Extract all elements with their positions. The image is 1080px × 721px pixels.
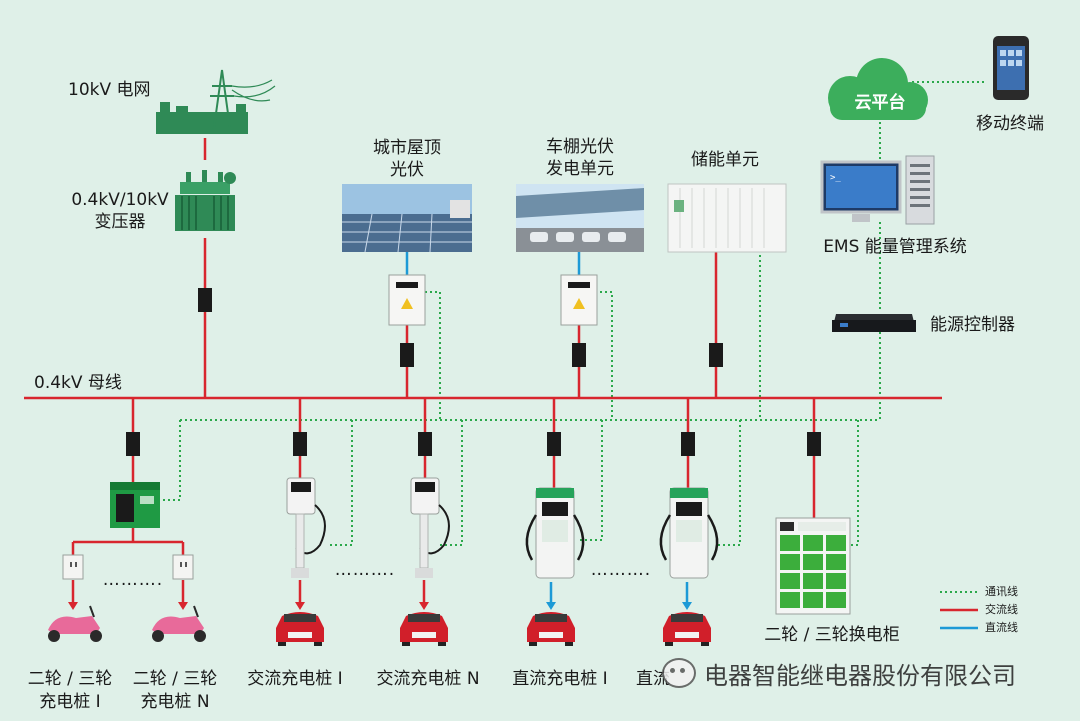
watermark-text: 电器智能继电器股份有限公司: [704, 661, 1016, 690]
bus-label: 0.4kV 母线: [34, 373, 122, 393]
transformer-icon: [175, 170, 236, 231]
dc-charger-1: [525, 487, 585, 579]
ac-charger-n: [410, 477, 450, 578]
cloud-platform-icon: [828, 58, 928, 120]
transformer-label-line1: 0.4kV/10kV: [71, 190, 169, 210]
dc-arrow-dcn: [682, 602, 692, 610]
scooter-1: [48, 605, 102, 642]
inverter-pv1: [388, 274, 426, 326]
ebike-charger-1-label-line1: 二轮 / 三轮: [27, 669, 113, 689]
dc-charger-n: [659, 487, 719, 579]
ems-computer-icon: >_: [820, 155, 935, 225]
breaker-swap: [807, 432, 821, 456]
dc-charger-1-label: 直流充电桩 I: [512, 669, 608, 689]
mobile-phone-icon: [993, 36, 1029, 100]
comm-line-dc1: [580, 420, 603, 541]
comm-line-acn: [440, 420, 463, 546]
legend-dc-label: 直流线: [985, 621, 1018, 634]
breaker-dcn: [681, 432, 695, 456]
controller-label: 能源控制器: [930, 315, 1015, 335]
inverter-pv2: [560, 274, 598, 326]
scooter-n: [152, 605, 206, 642]
legend-ac-label: 交流线: [985, 603, 1018, 616]
svg-text:>_: >_: [830, 173, 841, 183]
power-grid-icon: [156, 69, 276, 134]
dc-dots: ……….: [590, 560, 652, 580]
ac-arrow-ebiken: [178, 602, 188, 610]
breaker-storage: [709, 343, 723, 367]
rooftop-pv-label-line1: 城市屋顶: [373, 138, 441, 158]
energy-controller-icon: [832, 314, 916, 332]
comm-line-dcn: [715, 420, 741, 546]
carport-pv-image: [516, 184, 644, 252]
storage-label: 储能单元: [691, 150, 759, 170]
breaker-acn: [418, 432, 432, 456]
ebike-charger-n-label-line1: 二轮 / 三轮: [132, 669, 218, 689]
wall-socket-1: [62, 554, 84, 580]
comm-line-pv1: [425, 291, 441, 420]
comm-line-swap: [850, 420, 859, 546]
ac-line-ebike-branch: [71, 528, 185, 555]
breaker-ac1: [293, 432, 307, 456]
breaker-ebike: [126, 432, 140, 456]
dc-arrow-dc1: [546, 602, 556, 610]
ebike-charger-1-label-line2: 充电桩 I: [39, 692, 101, 712]
ems-label: EMS 能量管理系统: [823, 237, 967, 257]
comm-line-pv2: [595, 291, 613, 420]
watermark: 电器智能继电器股份有限公司: [662, 656, 1016, 690]
battery-swap-label: 二轮 / 三轮换电柜: [764, 625, 900, 645]
wall-socket-n: [172, 554, 194, 580]
energy-storage-image: [667, 183, 787, 253]
dc-charger-n-label-partial: 直流: [636, 669, 670, 689]
car-acn: [400, 612, 448, 646]
transformer-label-line2: 变压器: [94, 212, 146, 232]
cloud-label: 云平台: [854, 93, 906, 113]
car-ac1: [276, 612, 324, 646]
ebike-dots: ……….: [102, 570, 164, 590]
ac-charger-n-label: 交流充电桩 N: [376, 669, 480, 689]
breaker-pv2: [572, 343, 586, 367]
ac-dots: ……….: [334, 560, 396, 580]
grid-label: 10kV 电网: [68, 80, 151, 100]
breaker-dc1: [547, 432, 561, 456]
battery-swap-cabinet: [775, 517, 851, 615]
rooftop-pv-image: [342, 184, 472, 253]
breaker-transformer: [198, 288, 212, 312]
car-dc1: [527, 612, 575, 646]
ac-arrow-ac1: [295, 602, 305, 610]
carport-pv-label-line2: 发电单元: [546, 159, 614, 179]
mobile-label: 移动终端: [976, 114, 1044, 134]
ac-arrow-acn: [419, 602, 429, 610]
ebike-charger-n-label-line2: 充电桩 N: [140, 692, 210, 712]
comm-line-ac1: [330, 420, 353, 546]
breaker-pv1: [400, 343, 414, 367]
car-dcn: [663, 612, 711, 646]
rooftop-pv-label-line2: 光伏: [390, 160, 424, 180]
ac-arrow-ebike1: [68, 602, 78, 610]
ac-charger-1-label: 交流充电桩 I: [247, 669, 343, 689]
carport-pv-label-line1: 车棚光伏: [546, 137, 614, 157]
comm-line-ebike: [160, 420, 181, 501]
ac-charger-1: [286, 477, 326, 578]
ebike-charger-cabinet: [110, 482, 160, 528]
legend-comm-label: 通讯线: [985, 585, 1018, 598]
wechat-icon: [662, 658, 696, 688]
